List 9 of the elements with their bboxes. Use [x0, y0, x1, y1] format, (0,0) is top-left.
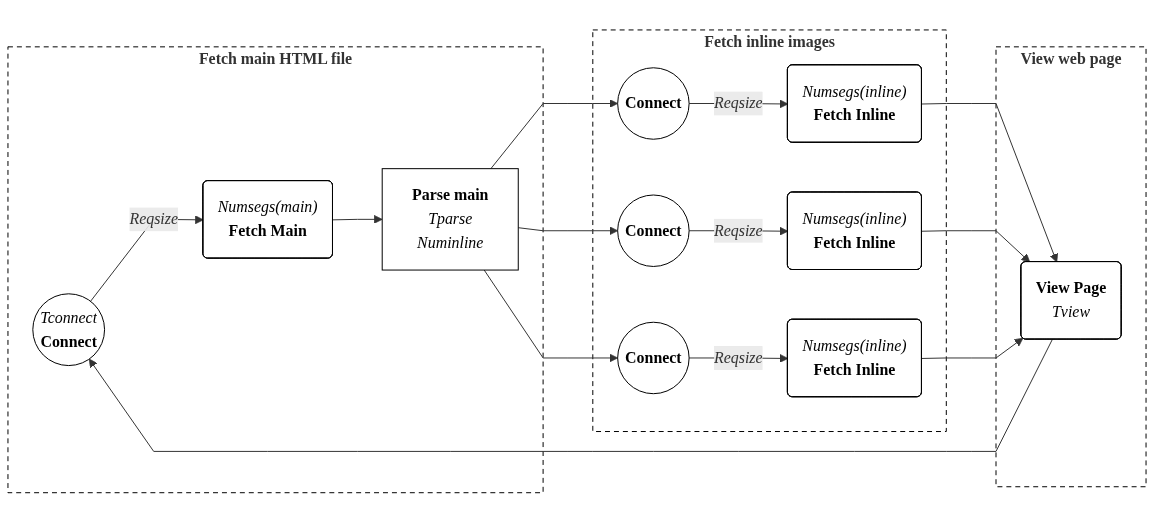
edge-label: Reqsize — [129, 210, 178, 227]
node-circle: Tconnect Connect — [32, 293, 106, 366]
edge-label: Reqsize — [713, 94, 763, 112]
node-circle: Connect — [617, 194, 690, 267]
node-circle: Connect — [617, 66, 690, 140]
node-circle: Connect — [617, 321, 690, 394]
node-box: Parse main Tparse Numinline — [381, 167, 519, 271]
edge-label: Reqsize — [713, 221, 763, 239]
edge-label: Reqsize — [713, 348, 763, 366]
